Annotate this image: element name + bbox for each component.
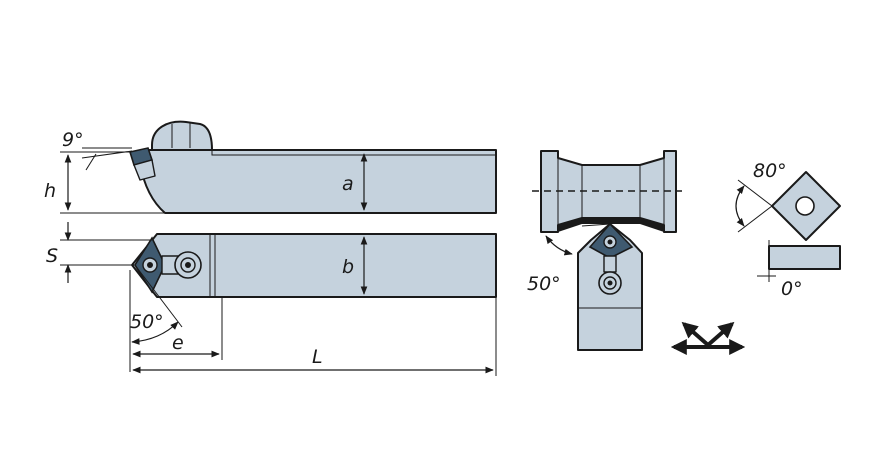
label-a: a: [342, 173, 354, 195]
dimension-a: a: [342, 153, 368, 211]
label-h: h: [44, 180, 56, 202]
dimension-plan-angle: 50°: [129, 264, 183, 372]
dimension-l: L: [132, 297, 497, 376]
plan-view: [131, 233, 497, 298]
label-l: L: [312, 346, 323, 368]
label-rake-angle: 9°: [62, 129, 84, 151]
feed-direction-icon: [670, 321, 746, 355]
label-insert-angle: 80°: [753, 160, 787, 182]
side-view: [128, 120, 497, 214]
workpiece-view: [532, 150, 682, 233]
dimension-rake-angle: 9°: [62, 129, 133, 171]
dimension-h: h: [44, 151, 165, 214]
insert-edge-view: [768, 245, 841, 270]
end-view-holder: [577, 222, 643, 351]
dimension-b: b: [342, 236, 368, 295]
dimension-e: e: [132, 297, 223, 360]
dimension-s: S: [46, 222, 152, 283]
dimension-side-angle: 50°: [527, 223, 611, 295]
clamp-lever: [151, 120, 213, 151]
label-b: b: [342, 256, 354, 278]
plan-view-shank: [131, 233, 497, 298]
label-e: e: [172, 332, 184, 354]
label-insert-clearance: 0°: [781, 278, 803, 300]
label-side-angle: 50°: [527, 273, 561, 295]
side-view-shank: [139, 149, 497, 214]
label-plan-angle: 50°: [130, 311, 164, 333]
insert-detail: 80° 0°: [735, 160, 841, 300]
label-s: S: [46, 245, 58, 267]
